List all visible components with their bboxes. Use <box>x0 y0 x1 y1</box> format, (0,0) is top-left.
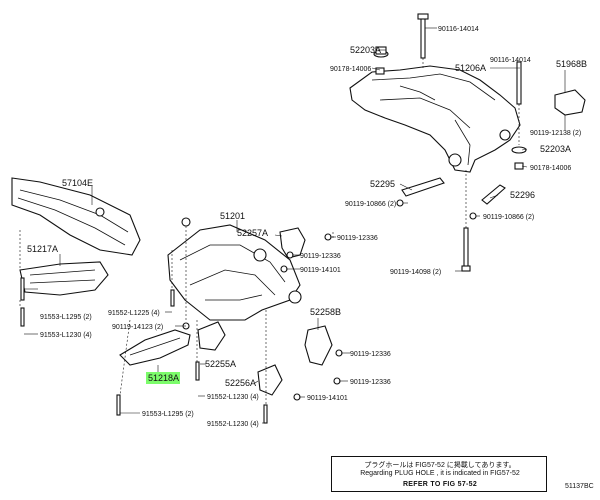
bracket-51968B <box>554 89 586 116</box>
label-52203A-top: 52203A <box>350 45 381 55</box>
bolt-91553-L1295-b <box>116 394 121 416</box>
nut-90178-14006-right <box>514 162 524 170</box>
figure-id: 51137BC <box>565 483 594 490</box>
label-90119-14123: 90119-14123 (2) <box>112 324 163 331</box>
bushing-52203A-top <box>373 46 389 58</box>
bushing-52203A-right <box>511 146 527 154</box>
label-90119-14101-b: 90119-14101 <box>307 395 348 402</box>
label-51217A: 51217A <box>27 244 58 254</box>
note-refer-line: REFER TO FIG 57-52 <box>402 481 478 488</box>
nut-90178-14006-top <box>375 67 385 75</box>
label-90119-12336-b: 90119-12336 <box>300 253 341 260</box>
label-51218A: 51218A <box>148 373 179 383</box>
label-91553-L1295-a: 91553-L1295 (2) <box>40 314 92 321</box>
label-91552-L1230-b: 91552-L1230 (4) <box>207 421 259 428</box>
bracket-52295 <box>401 177 445 197</box>
label-51218A-highlight <box>146 372 180 384</box>
note-japanese-line: プラグホールは FIG57-52 に掲載してあります。 <box>364 462 516 469</box>
label-90116-14014-top: 90116-14014 <box>438 26 479 33</box>
bolt-91553-L1295-a <box>20 277 25 301</box>
label-90116-14014-right: 90116-14014 <box>490 57 531 64</box>
label-52296: 52296 <box>510 190 535 200</box>
label-91552-L1230-a: 91552-L1230 (4) <box>207 394 259 401</box>
bracket-52296 <box>481 184 506 205</box>
label-90119-12138: 90119-12138 (2) <box>530 130 581 137</box>
part-labels: 90116-14014 52203A 90178-14006 51206A 90… <box>27 26 587 428</box>
label-52257A: 52257A <box>237 228 268 238</box>
label-90119-14101-a: 90119-14101 <box>300 267 341 274</box>
front-subframe-51201 <box>167 217 302 321</box>
crossmember-57104E <box>11 177 141 256</box>
label-51206A: 51206A <box>455 63 486 73</box>
label-90119-14098: 90119-14098 (2) <box>390 269 441 276</box>
label-90119-12336-a: 90119-12336 <box>337 235 378 242</box>
label-52256A: 52256A <box>225 378 256 388</box>
label-90119-12336-d: 90119-12336 <box>350 379 391 386</box>
mount-52256A <box>257 364 283 396</box>
label-91553-L1230: 91553-L1230 (4) <box>40 332 92 339</box>
leader-lines <box>19 27 566 424</box>
bolt-90119-10866-left <box>396 199 404 207</box>
reference-note-box: プラグホールは FIG57-52 に掲載してあります。 Regarding PL… <box>331 456 547 492</box>
label-90119-12336-c: 90119-12336 <box>350 351 391 358</box>
bolt-91552-L1230-a <box>195 361 200 381</box>
label-90119-10866-right: 90119-10866 (2) <box>483 214 534 221</box>
label-52258B: 52258B <box>310 307 341 317</box>
label-90119-10866-left: 90119-10866 (2) <box>345 201 396 208</box>
label-90178-14006-top: 90178-14006 <box>330 66 371 73</box>
label-91552-L1225: 91552-L1225 (4) <box>108 310 160 317</box>
label-91553-L1295-b: 91553-L1295 (2) <box>142 411 194 418</box>
label-52295: 52295 <box>370 179 395 189</box>
bracket-52258B <box>304 325 333 366</box>
bolt-90116-14014-right <box>516 61 522 105</box>
bolt-91552-L1225 <box>170 289 175 307</box>
mount-52255A <box>197 321 226 351</box>
shield-51217A <box>19 261 109 296</box>
bolt-90119-10866-right <box>469 212 477 220</box>
bolt-91553-L1230 <box>20 307 25 327</box>
label-52203A-right: 52203A <box>540 144 571 154</box>
bolt-91552-L1230-b <box>263 404 268 424</box>
note-english-line: Regarding PLUG HOLE , it is indicated in… <box>360 470 520 477</box>
bolt-90116-14014-top <box>417 13 429 59</box>
label-51201: 51201 <box>220 211 245 221</box>
rear-subframe-51206A <box>349 65 521 173</box>
label-51968B: 51968B <box>556 59 587 69</box>
label-57104E: 57104E <box>62 178 93 188</box>
label-90178-14006-right: 90178-14006 <box>530 165 571 172</box>
shield-51218A <box>119 329 191 366</box>
bolt-90119-14098 <box>461 227 471 272</box>
label-52255A: 52255A <box>205 359 236 369</box>
